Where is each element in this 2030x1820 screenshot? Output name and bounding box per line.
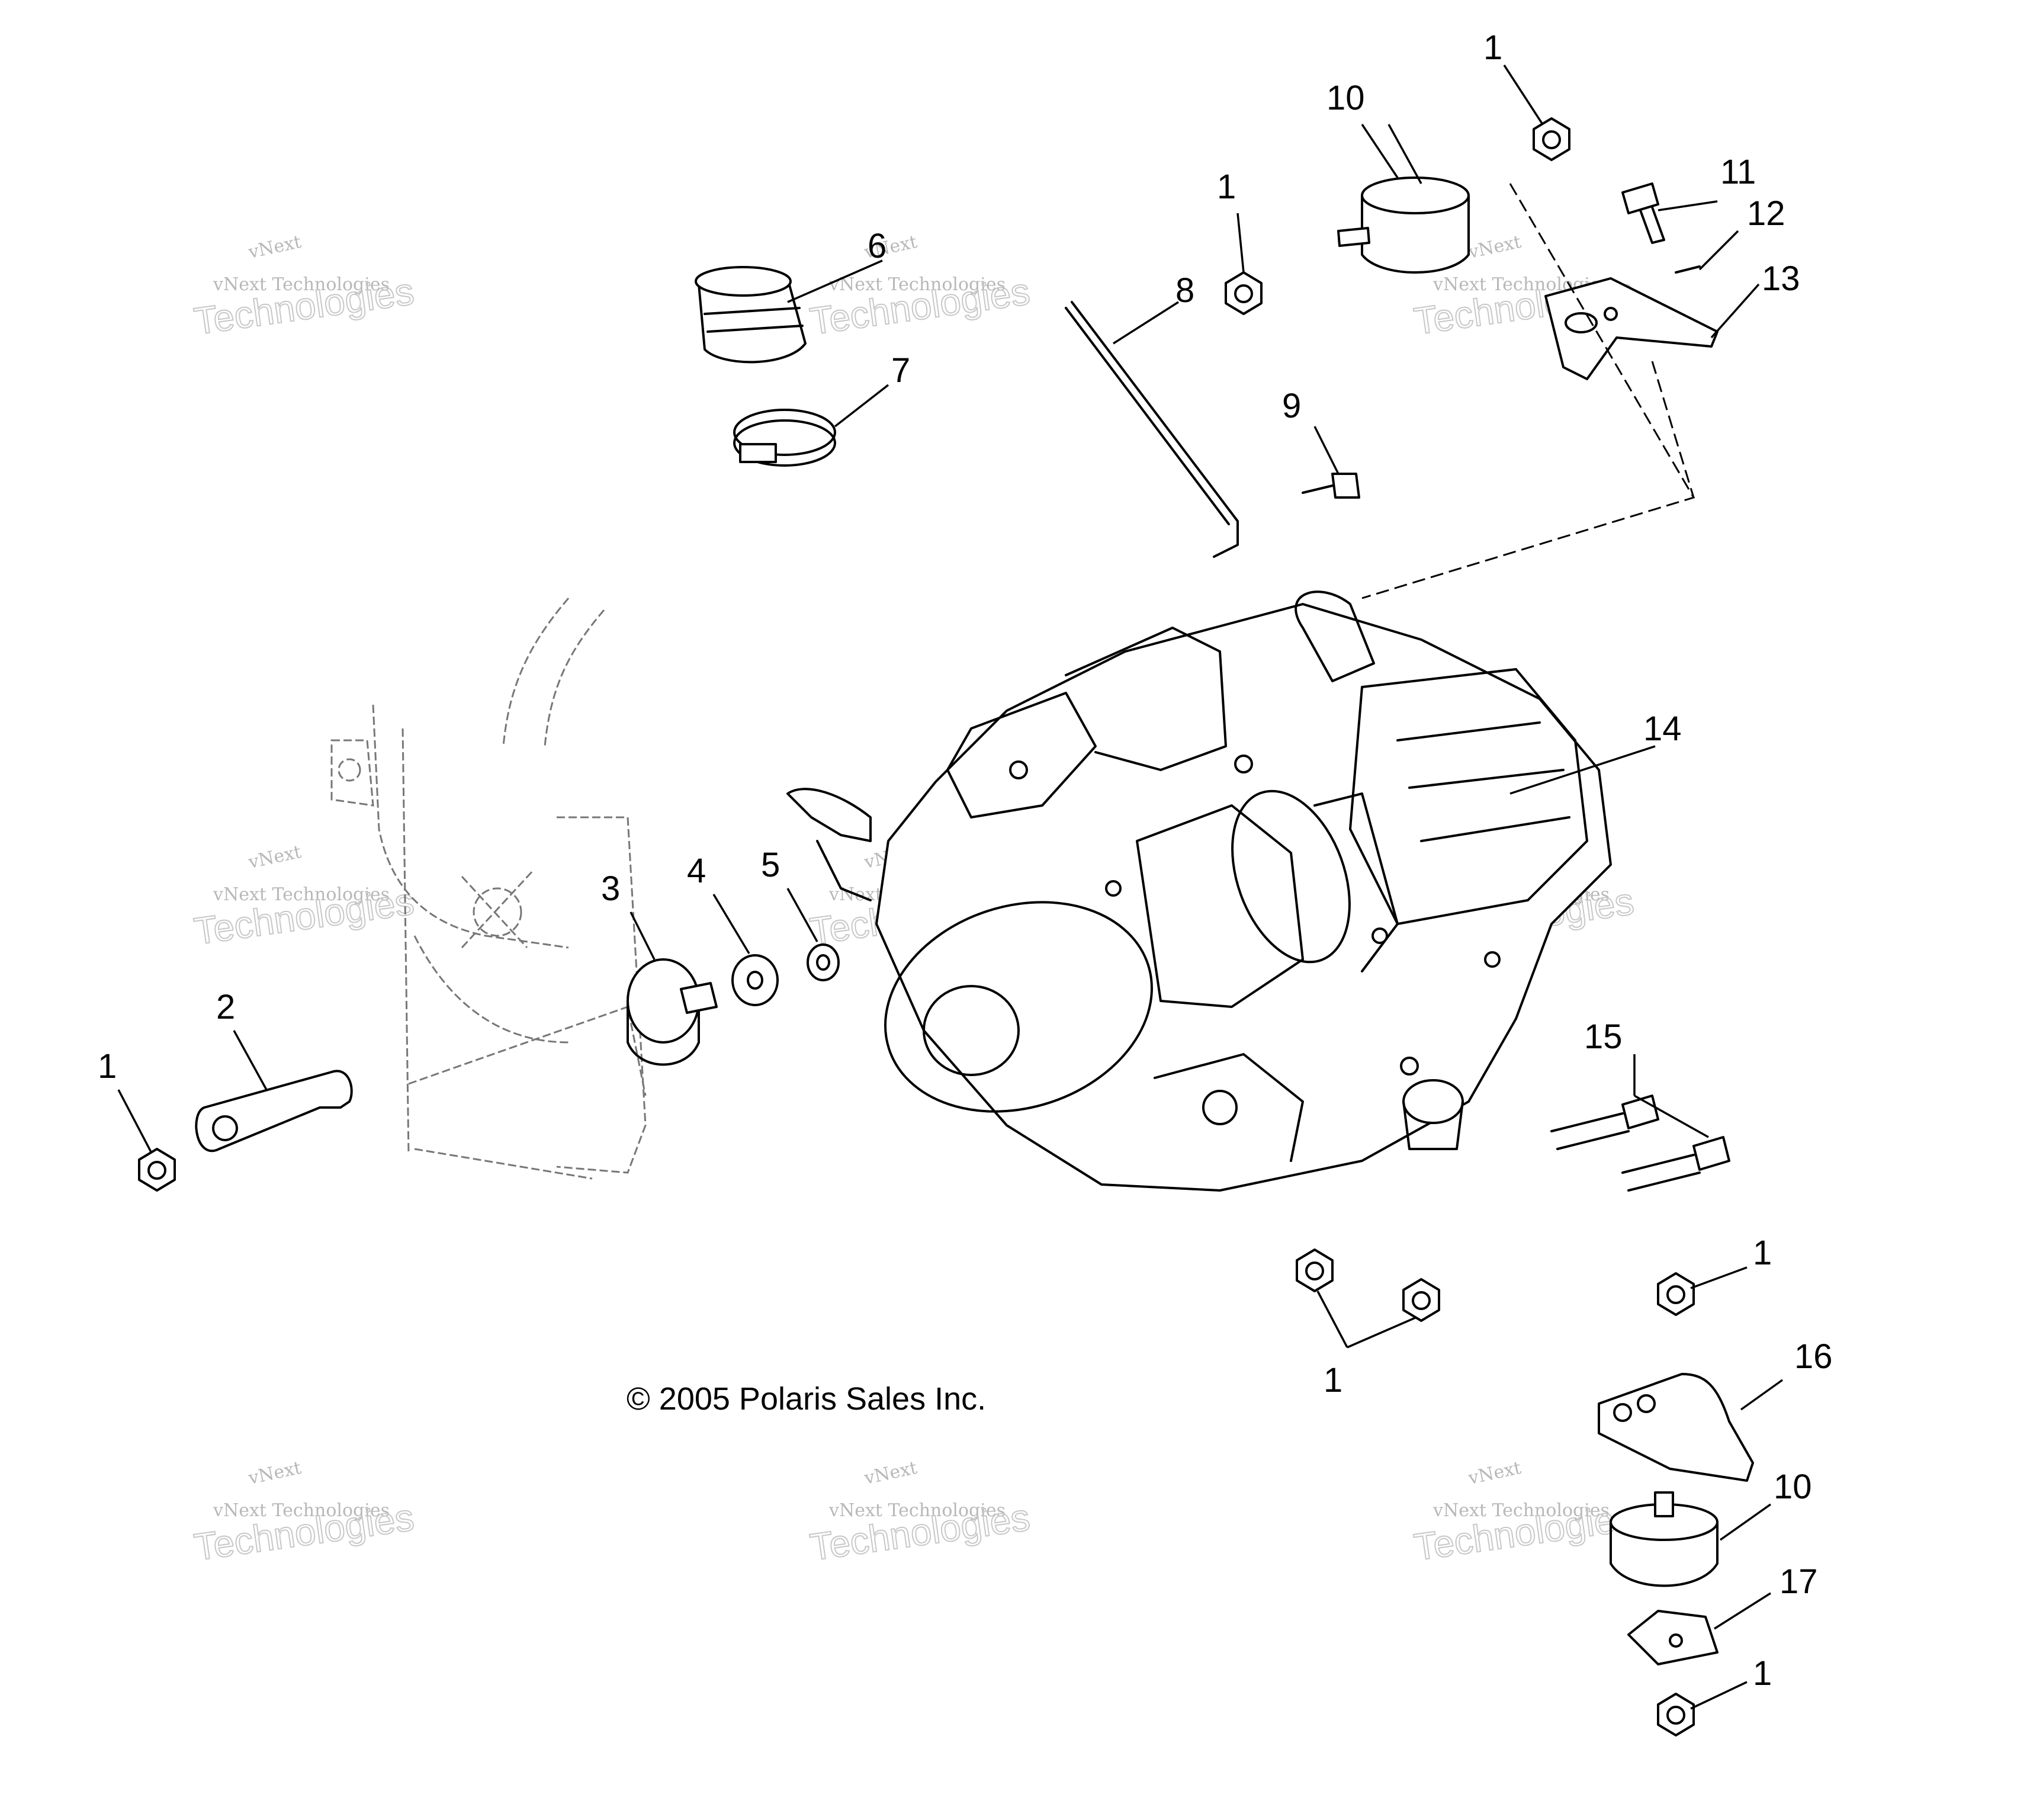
pin-12 bbox=[1675, 265, 1701, 274]
leader-lines bbox=[117, 65, 1784, 1710]
svg-text:vNext: vNext bbox=[1466, 232, 1523, 263]
svg-text:vNext: vNext bbox=[1466, 1458, 1523, 1489]
rod-8 bbox=[1065, 301, 1239, 558]
svg-text:vNext Technologies: vNext Technologies bbox=[213, 1500, 390, 1521]
bracket-13 bbox=[1544, 277, 1719, 380]
engine-assembly bbox=[786, 590, 1612, 1192]
screw-9 bbox=[1302, 473, 1360, 499]
callout-1-left-nut: 1 bbox=[98, 1047, 117, 1086]
watermark: vNext vNext Technologies Technologies bbox=[1411, 1458, 1637, 1569]
plate-17 bbox=[1627, 1610, 1719, 1665]
svg-text:vNext: vNext bbox=[246, 1458, 303, 1489]
bolt-15-a bbox=[1550, 1094, 1659, 1150]
hex-nut-pair-a bbox=[1296, 1248, 1334, 1292]
bracket-16 bbox=[1598, 1373, 1754, 1482]
rubber-mount-10-bottom bbox=[1610, 1491, 1719, 1587]
callout-9: 9 bbox=[1282, 387, 1301, 425]
callout-10-top: 10 bbox=[1326, 79, 1365, 117]
callout-15: 15 bbox=[1584, 1017, 1623, 1056]
hose-clamp bbox=[733, 409, 836, 467]
watermark: vNext vNext Technologies Technologies bbox=[191, 1458, 417, 1569]
hex-nut-left bbox=[138, 1148, 176, 1192]
svg-text:vNext Technologies: vNext Technologies bbox=[213, 884, 390, 905]
torque-link bbox=[195, 1070, 353, 1152]
bolt-15-b bbox=[1621, 1136, 1730, 1192]
callout-2: 2 bbox=[216, 988, 235, 1026]
hex-nut-right bbox=[1657, 1272, 1695, 1316]
svg-text:vNext Technologies: vNext Technologies bbox=[828, 274, 1006, 295]
hex-nut-top bbox=[1533, 117, 1570, 161]
svg-text:vNext: vNext bbox=[862, 1458, 919, 1489]
callout-7: 7 bbox=[891, 351, 910, 390]
callout-3: 3 bbox=[601, 869, 620, 908]
callout-1-right-nut: 1 bbox=[1753, 1234, 1772, 1272]
callout-6: 6 bbox=[868, 227, 886, 265]
callout-11: 11 bbox=[1720, 153, 1756, 191]
bolt-11 bbox=[1621, 182, 1665, 244]
hex-nut-bottom bbox=[1657, 1693, 1695, 1736]
callout-1-bottom-nut: 1 bbox=[1753, 1654, 1772, 1693]
callout-5: 5 bbox=[761, 846, 780, 884]
hex-nut-mid bbox=[1225, 271, 1263, 315]
callout-16: 16 bbox=[1794, 1337, 1833, 1376]
washer-4 bbox=[731, 954, 779, 1006]
callout-1-mid-nut: 1 bbox=[1217, 168, 1236, 206]
washer-5 bbox=[807, 943, 840, 981]
callout-numbers: 1 1 1 1 1 1 2 3 4 5 6 7 8 9 10 10 11 12 … bbox=[98, 28, 1833, 1693]
callout-14: 14 bbox=[1643, 710, 1682, 748]
watermark: vNext vNext Technologies Technologies bbox=[807, 232, 1033, 344]
hex-nut-pair-b bbox=[1402, 1278, 1440, 1322]
callout-4: 4 bbox=[687, 852, 706, 890]
callout-1-top-nut: 1 bbox=[1483, 28, 1502, 67]
copyright-notice: © 2005 Polaris Sales Inc. bbox=[627, 1381, 986, 1417]
watermark: vNext vNext Technologies Technologies bbox=[807, 1458, 1033, 1569]
rubber-mount-3 bbox=[627, 958, 718, 1066]
svg-text:vNext Technologies: vNext Technologies bbox=[1432, 1500, 1610, 1521]
callout-1-pair-nuts: 1 bbox=[1324, 1361, 1342, 1399]
svg-text:vNext: vNext bbox=[246, 232, 303, 263]
watermark: vNext vNext Technologies Technologies bbox=[191, 842, 417, 954]
callout-12: 12 bbox=[1747, 194, 1785, 233]
rubber-mount-10-top bbox=[1337, 176, 1470, 274]
svg-text:vNext: vNext bbox=[246, 842, 303, 873]
svg-text:vNext Technologies: vNext Technologies bbox=[213, 274, 390, 295]
callout-13: 13 bbox=[1762, 259, 1800, 298]
assembly-guide-lines bbox=[1361, 183, 1695, 599]
callout-17: 17 bbox=[1780, 1562, 1818, 1601]
intake-boot bbox=[695, 266, 807, 364]
callout-10-bottom: 10 bbox=[1774, 1468, 1812, 1506]
callout-8: 8 bbox=[1175, 271, 1194, 310]
watermark: vNext vNext Technologies Technologies bbox=[191, 232, 417, 344]
svg-text:vNext Technologies: vNext Technologies bbox=[828, 1500, 1006, 1521]
